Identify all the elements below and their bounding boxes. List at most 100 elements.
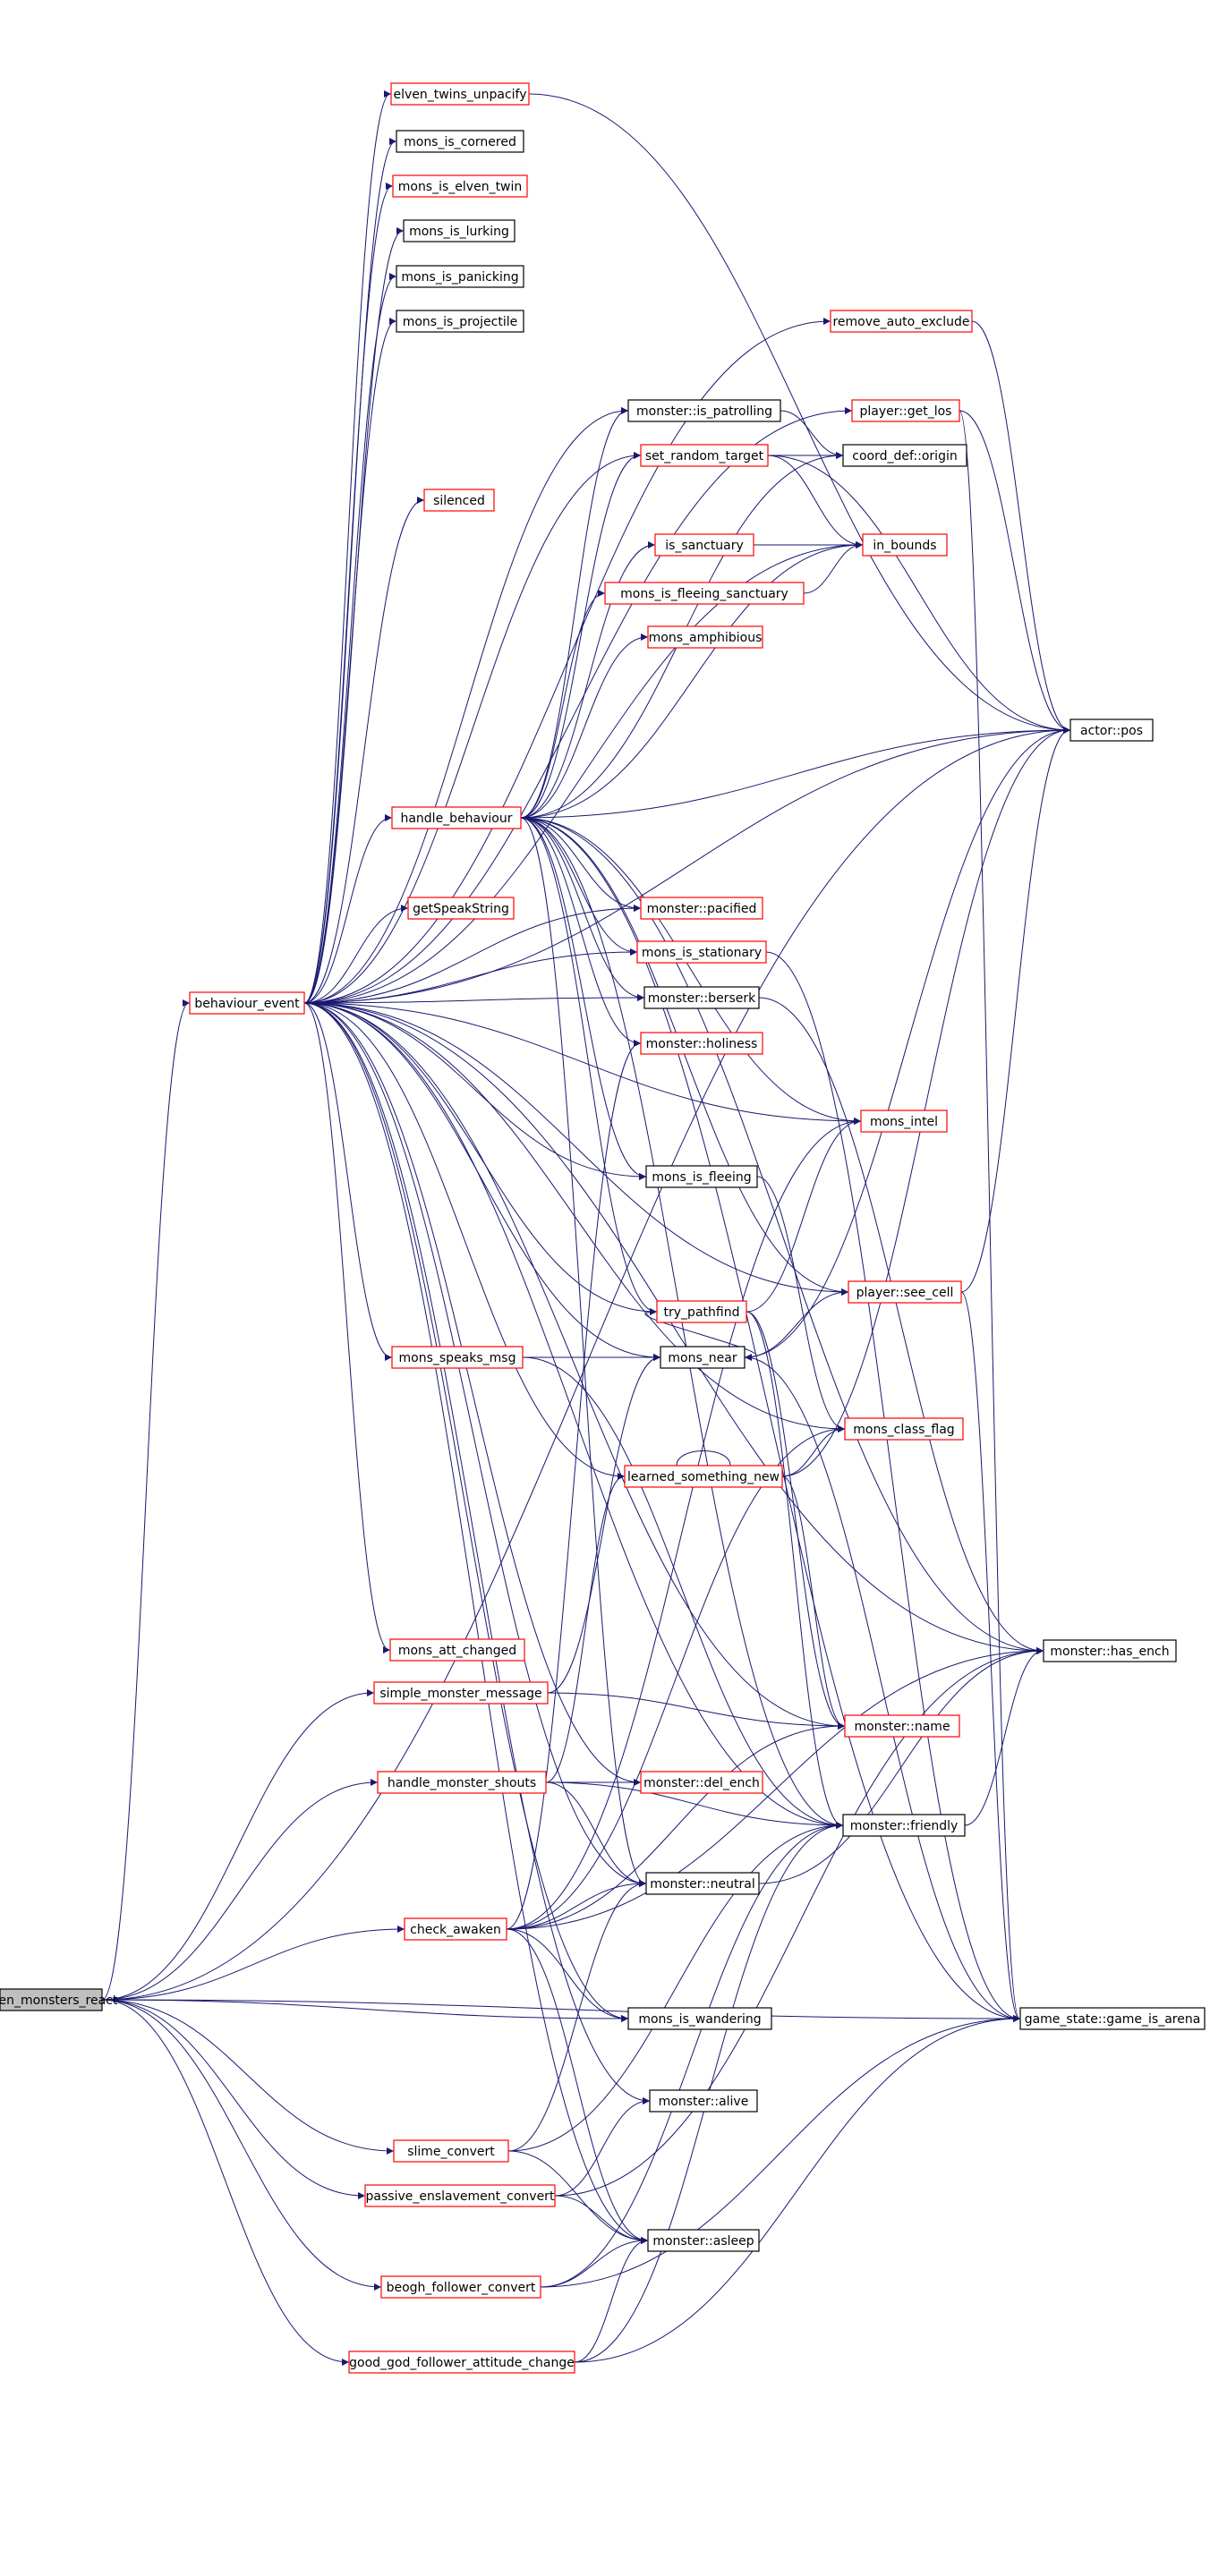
arrowhead-good_god_follower_attitude_change-to-monster_friendly [836, 1822, 843, 1829]
arrowhead-handle_behaviour-to-monster_berserk [637, 994, 644, 1001]
node-box [645, 1872, 760, 1895]
node-label: player::get_los [860, 404, 952, 419]
node-box [660, 1346, 746, 1369]
node-simple-monster-message[interactable]: simple_monster_message [373, 1681, 549, 1705]
node-is-sanctuary[interactable]: is_sanctuary [654, 533, 754, 557]
arrowhead-mons_near-to-player_see_cell [841, 1288, 848, 1296]
node-mons-amphibious[interactable]: mons_amphibious [647, 625, 763, 649]
edge-behaviour_event-to-monster_name [303, 1002, 845, 1727]
arrowhead-seen_monsters_react-to-beogh_follower_convert [374, 2283, 381, 2291]
node-remove-auto-exclude[interactable]: remove_auto_exclude [830, 310, 973, 333]
node-good-god-follower-attitude-change[interactable]: good_god_follower_attitude_change [348, 2351, 575, 2374]
arrowhead-handle_behaviour-to-in_bounds [856, 541, 863, 548]
node-elven-twins-unpacify[interactable]: elven_twins_unpacify [390, 82, 530, 106]
edge-seen_monsters_react-to-mons_is_wandering [101, 1999, 628, 2019]
node-box [403, 219, 516, 242]
node-mons-is-fleeing-sanctuary[interactable]: mons_is_fleeing_sanctuary [604, 582, 805, 605]
edge-handle_monster_shouts-to-learned_something_new [545, 1475, 625, 1783]
node-monster-holiness[interactable]: monster::holiness [640, 1032, 763, 1055]
edge-handle_behaviour-to-mons_is_fleeing_sanctuary [520, 592, 605, 819]
node-silenced[interactable]: silenced [423, 489, 495, 512]
node-label: monster::name [854, 1720, 950, 1734]
node-handle-behaviour[interactable]: handle_behaviour [391, 806, 522, 829]
node-mons-intel[interactable]: mons_intel [860, 1109, 948, 1133]
node-label: mons_is_fleeing [652, 1170, 751, 1185]
node-label: getSpeakString [413, 902, 509, 916]
node-in-bounds[interactable]: in_bounds [862, 533, 948, 557]
node-label: coord_def::origin [852, 449, 957, 463]
edge-seen_monsters_react-to-good_god_follower_attitude_change [101, 1999, 349, 2363]
node-box [645, 1165, 758, 1188]
node-label: good_god_follower_attitude_change [349, 2356, 575, 2370]
arrowhead-good_god_follower_attitude_change-to-game_state_game_is_arena [1013, 2015, 1020, 2022]
node-label: handle_monster_shouts [388, 1776, 536, 1790]
node-check-awaken[interactable]: check_awaken [404, 1917, 507, 1941]
node-mons-speaks-msg[interactable]: mons_speaks_msg [391, 1346, 524, 1369]
edge-check_awaken-to-mons_is_wandering [506, 1928, 628, 2019]
node-box [604, 582, 805, 605]
node-label: silenced [433, 494, 485, 508]
edge-behaviour_event-to-monster_has_ench [303, 1002, 1044, 1652]
node-label: monster::is_patrolling [636, 404, 772, 419]
arrowhead-behaviour_event-to-mons_is_projectile [389, 318, 396, 325]
node-monster-has-ench: monster::has_ench [1043, 1639, 1177, 1662]
node-label: player::see_cell [856, 1286, 954, 1300]
edge-behaviour_event-to-getSpeakString [303, 907, 408, 1004]
node-handle-monster-shouts[interactable]: handle_monster_shouts [377, 1771, 547, 1794]
node-label: monster::holiness [646, 1037, 758, 1051]
edge-behaviour_event-to-mons_class_flag [303, 1002, 845, 1430]
node-box [1043, 1639, 1177, 1662]
node-try-pathfind[interactable]: try_pathfind [656, 1300, 747, 1323]
edge-learned_something_new-to-learned_something_new [676, 1450, 731, 1467]
node-monster-asleep: monster::asleep [647, 2229, 760, 2252]
node-player-get-los[interactable]: player::get_los [851, 399, 960, 422]
node-box [391, 1346, 524, 1369]
edge-handle_behaviour-to-monster_neutral [520, 817, 646, 1884]
node-box [656, 1300, 747, 1323]
edge-try_pathfind-to-monster_friendly [746, 1311, 843, 1826]
arrowhead-check_awaken-to-mons_is_wandering [621, 2015, 628, 2022]
node-box [851, 399, 960, 422]
arrowhead-handle_behaviour-to-monster_pacified [634, 905, 641, 912]
node-box [643, 986, 760, 1009]
arrowhead-behaviour_event-to-remove_auto_exclude [823, 318, 831, 325]
node-box [649, 2089, 758, 2113]
edge-learned_something_new-to-monster_name [781, 1475, 845, 1727]
node-box [860, 1109, 948, 1133]
edge-handle_behaviour-to-monster_is_patrolling [520, 410, 628, 819]
node-mons-is-elven-twin[interactable]: mons_is_elven_twin [392, 174, 528, 198]
node-label: passive_enslavement_convert [366, 2189, 555, 2204]
node-monster-is-patrolling: monster::is_patrolling [627, 399, 781, 422]
node-passive-enslavement-convert[interactable]: passive_enslavement_convert [364, 2184, 556, 2207]
edge-mons_is_fleeing_sanctuary-to-in_bounds [803, 544, 863, 594]
node-monster-pacified[interactable]: monster::pacified [640, 897, 763, 920]
node-player-see-cell[interactable]: player::see_cell [848, 1280, 962, 1304]
node-getSpeakString[interactable]: getSpeakString [407, 897, 515, 920]
edge-slime_convert-to-monster_asleep [507, 2150, 648, 2241]
node-learned-something-new[interactable]: learned_something_new [624, 1465, 783, 1488]
node-label: remove_auto_exclude [832, 315, 969, 329]
node-box [377, 1771, 547, 1794]
edge-check_awaken-to-monster_name [506, 1725, 845, 1930]
edge-good_god_follower_attitude_change-to-game_state_game_is_arena [574, 2018, 1020, 2363]
edge-mons_is_fleeing-to-mons_class_flag [756, 1176, 845, 1430]
node-behaviour-event[interactable]: behaviour_event [189, 991, 305, 1015]
node-coord-def-origin: coord_def::origin [842, 444, 967, 467]
node-monster-del-ench[interactable]: monster::del_ench [640, 1771, 763, 1794]
node-set-random-target[interactable]: set_random_target [640, 444, 769, 467]
node-monster-name[interactable]: monster::name [844, 1714, 960, 1738]
node-mons-is-stationary[interactable]: mons_is_stationary [636, 940, 767, 964]
node-beogh-follower-convert[interactable]: beogh_follower_convert [380, 2275, 541, 2299]
node-mons-att-changed[interactable]: mons_att_changed [389, 1638, 525, 1662]
node-game-state-game-is-arena: game_state::game_is_arena [1019, 2007, 1206, 2030]
edge-beogh_follower_convert-to-monster_asleep [540, 2240, 648, 2288]
edge-behaviour_event-to-mons_is_elven_twin [303, 185, 393, 1004]
node-slime-convert[interactable]: slime_convert [393, 2139, 509, 2163]
edge-player_see_cell-to-actor_pos [960, 729, 1070, 1293]
edge-behaviour_event-to-mons_is_projectile [303, 320, 396, 1004]
arrowhead-handle_behaviour-to-mons_is_fleeing [639, 1173, 646, 1180]
node-mons-class-flag[interactable]: mons_class_flag [844, 1417, 964, 1441]
node-label: mons_is_lurking [409, 225, 509, 239]
edge-seen_monsters_react-to-actor_pos [101, 729, 1070, 2001]
arrowhead-slime_convert-to-monster_neutral [639, 1880, 646, 1887]
